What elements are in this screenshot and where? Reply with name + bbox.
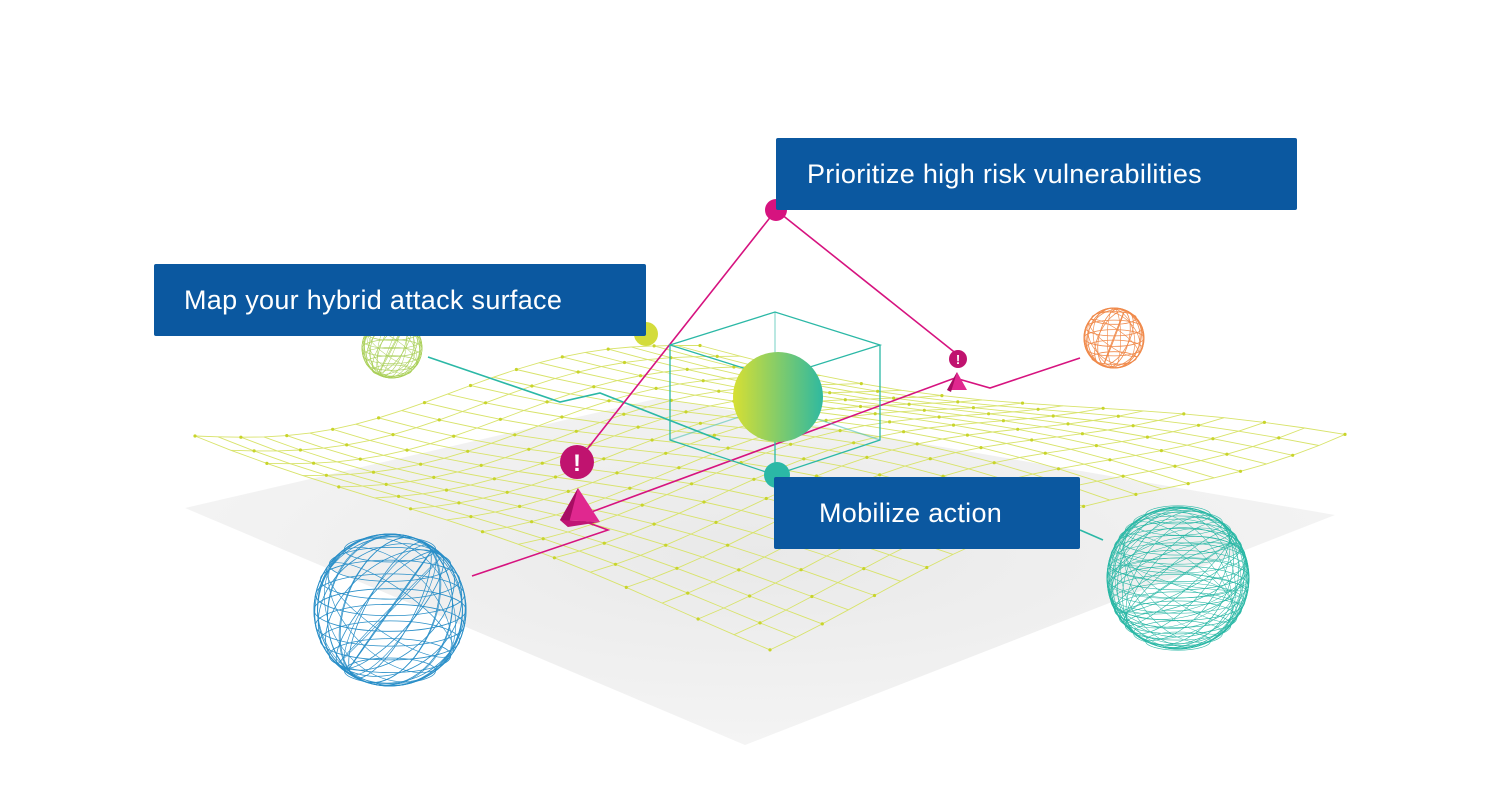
alert-marker-icon: ! (560, 445, 594, 479)
teal-wireframe-sphere-icon (1106, 505, 1250, 651)
alert-glyph: ! (573, 450, 581, 477)
pyramid-marker-icon-right (947, 372, 967, 392)
map-attack-surface-label: Map your hybrid attack surface (154, 264, 646, 336)
magenta-connector-right (954, 357, 1081, 389)
alert-marker-icon-small: ! (949, 350, 967, 368)
gradient-orb-icon (733, 352, 823, 442)
teal-connector-mobilize (1079, 529, 1104, 541)
teal-connector-map (427, 356, 721, 441)
prioritize-vulnerabilities-label: Prioritize high risk vulnerabilities (776, 138, 1297, 210)
blue-wireframe-sphere-icon (313, 533, 467, 687)
alert-glyph-small: ! (956, 352, 960, 367)
pyramid-marker-icon (560, 488, 600, 527)
mobilize-action-label: Mobilize action (774, 477, 1080, 549)
connector-lines (427, 208, 1104, 577)
magenta-connector-center (574, 377, 956, 519)
orange-wireframe-sphere-icon (1083, 307, 1145, 369)
